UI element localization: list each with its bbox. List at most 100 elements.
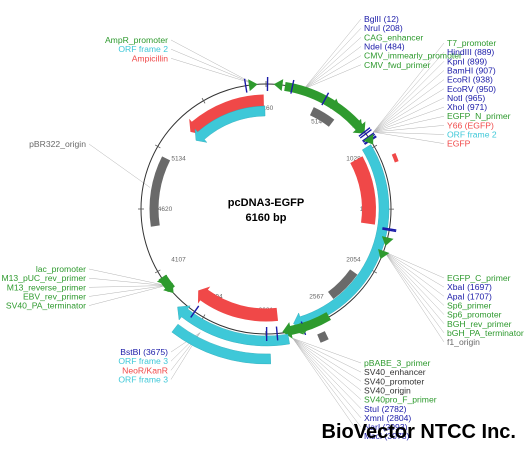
primer-arrowhead [363,133,374,145]
leader-line [303,37,362,90]
feature-label: Ampicillin [132,53,169,63]
feature-label: ORF frame 3 [118,374,168,384]
feature-label: SV40_enhancer [364,367,426,377]
leader-line [292,338,362,382]
leader-line [303,46,362,90]
tick-label: 2054 [346,257,361,264]
feature-arcs [149,82,399,365]
plasmid-name: pcDNA3-EGFP [228,197,304,209]
leader-line [88,285,166,288]
feature-label: ORF frame 2 [118,44,168,54]
egfp-gene-arc [350,156,376,225]
primer-arrowhead [156,274,168,286]
leader-line [88,268,166,286]
feature-label: BamHI (907) [447,65,496,75]
tick-mark [154,144,161,149]
feature-label: SV40_origin [364,385,411,395]
feature-label: pBABE_3_primer [364,358,431,368]
orf-frame3-arc [171,323,271,365]
plasmid-size: 6160 bp [246,212,287,224]
feature-label: EcoRV (950) [447,84,496,94]
feature-label: SV40_PA_terminator [6,301,86,311]
feature-label: MscI (3075) [364,431,410,441]
feature-label: ORF frame 3 [118,356,168,366]
feature-label: StuI (2782) [364,404,407,414]
feature-label: f1_origin [447,337,480,347]
primer-arrowhead [293,323,304,335]
tick-label: 2567 [309,293,324,300]
feature-label: EGFP [447,139,471,149]
primer-arrowhead [163,282,174,294]
leader-line [303,18,362,90]
site-mark-mcs-2 [359,129,372,139]
leader-line [373,131,445,135]
feature-label: ApaI (1707) [447,291,492,301]
pbr322-origin-arc [149,156,171,227]
feature-label: ORF frame 2 [447,130,497,140]
tick-label: 4107 [171,256,186,263]
feature-label: BglII (12) [364,14,399,24]
leader-line [373,88,445,133]
leader-line [292,338,362,391]
y66-egfp-mark [391,153,399,163]
leader-line [373,125,445,133]
leader-line [373,79,445,133]
feature-label: CMV_immearly_promoter [364,51,462,61]
feature-label: Y66 (EGFP) [447,120,494,130]
leader-line [88,285,166,297]
egfp-orf-arc [293,144,390,331]
feature-label: M13_pUC_rev_primer [1,273,86,283]
leader-line [292,338,362,419]
leader-line [292,338,362,400]
feature-label: CAG_enhancer [364,32,423,42]
leader-line [303,64,362,90]
site-mark-site-extra [243,78,248,93]
feature-label: XbaI (1697) [447,282,492,292]
leader-line [292,338,362,373]
primer-arrowhead [300,322,311,335]
feature-label: T7_promoter [447,38,496,48]
feature-label: M13_reverse_primer [7,282,86,292]
leader-line [384,251,445,334]
feature-label: NdeI (484) [364,41,405,51]
tick-label: 4620 [158,206,173,213]
leader-line [373,115,445,133]
leader-line [88,285,166,306]
leader-line [292,338,362,409]
primer-arrowhead [273,79,284,92]
leader-line [384,251,445,279]
feature-label: Sp6_promoter [447,310,502,320]
site-mark-xbai-1 [382,227,397,231]
feature-label: NeoR/KanR [122,365,168,375]
leader-line [384,251,445,343]
leader-line [303,27,362,90]
bgh-pa-arc [328,269,358,300]
primer-arrowhead [329,98,341,109]
feature-label: XmnI (2804) [364,413,411,423]
feature-label: BstBI (3675) [120,347,168,357]
feature-label: SV40pro_F_primer [364,395,437,405]
leader-line [373,131,445,144]
feature-label: EGFP_N_primer [447,111,511,121]
watermark-text: BioVector NTCC Inc. [322,421,516,443]
leader-line [384,251,445,315]
primer-arrows [156,79,394,335]
site-mark-nrui [290,79,295,94]
leader-line [170,39,254,84]
leader-line [384,251,445,306]
site-mark-bstbi [190,305,200,318]
feature-label: pBR322_origin [29,139,86,149]
leader-line [373,97,445,133]
neo-orf-arc [177,305,290,347]
feature-label: SV40_promoter [364,376,424,386]
feature-label: EGFP_C_primer [447,273,511,283]
leader-line [373,51,445,133]
primer-arrowhead [352,118,363,130]
sv40-origin-box [317,331,329,343]
leader-line [373,70,445,133]
tick-label: 514 [311,119,322,126]
cmv-promoter-arc [284,82,366,134]
leader-line [384,251,445,297]
tick-mark [201,97,206,104]
